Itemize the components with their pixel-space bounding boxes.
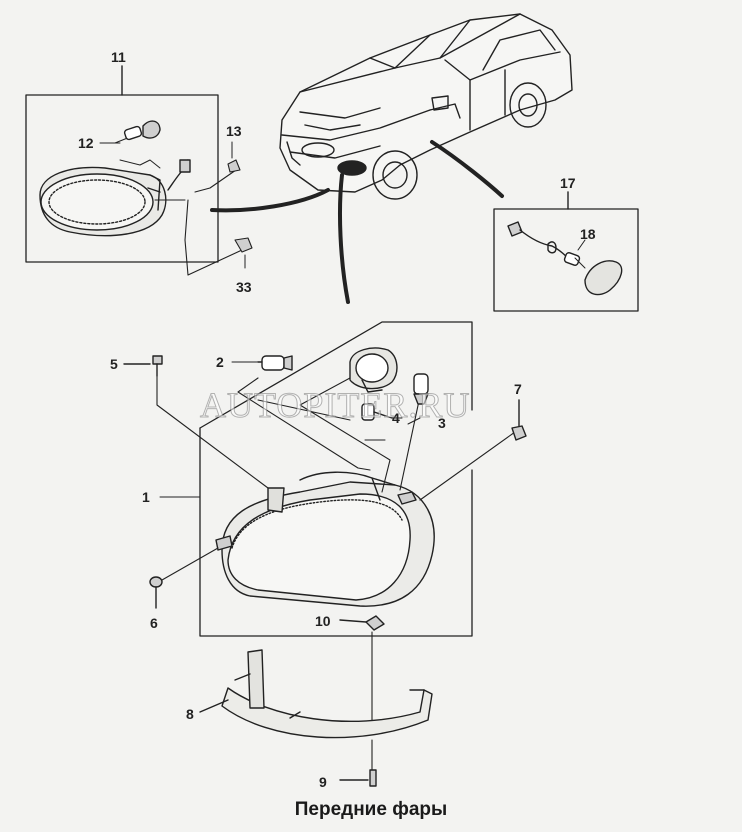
- callout-18: 18: [580, 226, 596, 242]
- callout-11: 11: [111, 49, 126, 65]
- clip-10: [339, 615, 385, 631]
- callout-12: 12: [78, 135, 94, 151]
- bulb-4: [361, 403, 393, 421]
- bulb-3: [413, 373, 429, 405]
- callout-17: 17: [560, 175, 576, 191]
- headlamp-box: [199, 321, 473, 637]
- callout-7: 7: [514, 381, 522, 397]
- screw-5: [123, 355, 163, 377]
- bulb-2: [257, 355, 293, 371]
- headlamp-assembly: [215, 471, 435, 607]
- callout-stubs: [159, 141, 586, 498]
- callout-8: 8: [186, 706, 194, 722]
- nut-6: [149, 576, 163, 609]
- side-marker-box: [493, 191, 639, 312]
- watermark: AUTOPITER.RU: [199, 385, 471, 426]
- headlamp-leader-lines: [156, 375, 516, 771]
- callout-9: 9: [319, 774, 327, 790]
- callout-33: 33: [236, 279, 252, 295]
- callout-13: 13: [226, 123, 242, 139]
- diagram-title: Передние фары: [294, 799, 448, 820]
- callout-2: 2: [216, 354, 224, 370]
- callout-4: 4: [392, 410, 400, 426]
- callout-1: 1: [142, 489, 150, 505]
- callout-5: 5: [110, 356, 118, 372]
- callout-3: 3: [438, 415, 446, 431]
- car-leader-lines: [210, 140, 504, 304]
- clip-7: [511, 399, 527, 441]
- socket-cap: [349, 347, 398, 393]
- callout-10: 10: [315, 613, 331, 629]
- bracket-8: [199, 649, 433, 739]
- screw-9: [339, 769, 377, 787]
- callout-6: 6: [150, 615, 158, 631]
- car-illustration: [279, 13, 573, 200]
- fog-lamp-leaders: [154, 159, 253, 276]
- fog-lamp-box: [25, 65, 219, 263]
